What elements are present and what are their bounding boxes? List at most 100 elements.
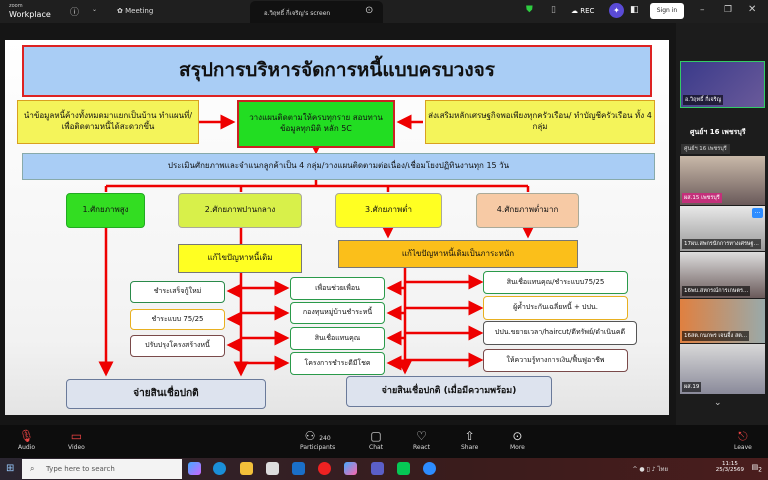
flow-connectors <box>98 114 536 377</box>
audio-label: Audio <box>18 444 36 451</box>
middle-option: กองทุนหมู่บ้านชำระหนี้ <box>290 302 385 324</box>
teams-icon[interactable] <box>371 462 384 475</box>
assessment-band: ประเมินศักยภาพและจำแนกลูกค้าเป็น 4 กลุ่ม… <box>22 153 655 180</box>
participant-name: 16พบ.สหกรณ์การเกษตร... <box>682 286 751 296</box>
store-icon[interactable] <box>266 462 279 475</box>
group-4: 4.ศักยภาพต่ำมาก <box>476 193 579 228</box>
taskbar-search[interactable]: ⌕ Type here to search <box>22 459 182 479</box>
participant-tile[interactable]: 17ผบ.สพกรนักการทางเศรษฐ... … <box>680 206 765 251</box>
app-logo: Workplace <box>9 10 51 19</box>
chat-button[interactable]: ▢Chat <box>369 428 383 451</box>
middle-option: โครงการชำระดีมีโชค <box>290 352 385 375</box>
copilot-app-icon[interactable] <box>344 462 357 475</box>
participant-count: 240 <box>319 435 331 442</box>
share-icon: ⇧ <box>464 429 475 443</box>
language-indicator[interactable]: ไทย <box>657 466 669 473</box>
notification-icon[interactable]: ▤2 <box>751 463 762 474</box>
fix-heavy-debt-box: แก้ไขปัญหาหนี้เดิมเป็นภาระหนัก <box>338 240 578 268</box>
document-icon[interactable]: ▯ <box>551 5 556 15</box>
group-subtitle: ศูนย์ฯ 16 เพชรบุรี <box>681 144 730 154</box>
ai-companion-icon[interactable]: ✦ <box>609 3 624 18</box>
date: 25/3/2569 <box>715 467 744 473</box>
sign-in-button[interactable]: Sign in <box>650 3 684 19</box>
left-info-box: นำข้อมูลหนี้ค้างทั้งหมดมาแยกเป็นบ้าน ทำแ… <box>17 100 199 144</box>
participants-label: Participants <box>300 444 336 451</box>
react-button[interactable]: ♡React <box>413 428 430 451</box>
shield-icon[interactable]: ⛊ <box>526 5 533 15</box>
slide: สรุปการบริหารจัดการหนี้แบบครบวงจร นำข้อม… <box>5 40 669 415</box>
rec-label: REC <box>580 7 595 15</box>
group-2: 2.ศักยภาพปานกลาง <box>178 193 302 228</box>
notification-count: 2 <box>758 467 762 474</box>
participant-name: 17ผบ.สพกรนักการทางเศรษฐ... <box>682 239 761 249</box>
right-option: สินเชื่อแทนคุณ/ชำระแบบ75/25 <box>483 271 628 294</box>
chat-label: Chat <box>369 444 384 451</box>
rec-button[interactable]: ☁ REC <box>571 7 595 15</box>
chat-icon: ▢ <box>370 429 382 443</box>
meeting-menu[interactable]: ✿ Meeting <box>117 7 154 15</box>
participant-tile[interactable]: 16สต.กนกพร เจนจิ้ง สต... <box>680 299 765 343</box>
tile-more-button[interactable]: … <box>752 208 763 218</box>
info-icon[interactable]: ⓘ <box>70 8 80 18</box>
search-icon: ⌕ <box>30 464 35 473</box>
close-icon[interactable]: ✕ <box>748 4 757 15</box>
more-button[interactable]: ⊙More <box>510 428 525 451</box>
slide-title: สรุปการบริหารจัดการหนี้แบบครบวงจร <box>22 45 652 97</box>
speaker-video-tile[interactable]: อ.วิฤทธิ์ กี่เจริญ <box>680 61 765 108</box>
audio-button[interactable]: 🎙︎Audio <box>18 428 35 451</box>
share-label: Share <box>461 444 479 451</box>
meeting-label: Meeting <box>125 7 154 15</box>
more-icon: ⊙ <box>512 429 523 443</box>
participant-tile[interactable]: ผส.19 <box>680 344 765 394</box>
restore-icon[interactable]: ❐ <box>724 5 733 15</box>
speaker-name: อ.วิฤทธิ์ กี่เจริญ <box>683 95 724 105</box>
participants-icon: ⚇ 240 <box>304 429 331 443</box>
outcome-ready-credit: จ่ายสินเชื่อปกติ (เมื่อมีความพร้อม) <box>346 376 552 407</box>
group-title: ศูนย์ฯ 16 เพชรบุรี <box>690 128 746 136</box>
more-label: More <box>510 444 525 451</box>
video-button[interactable]: ▭Video <box>68 428 85 451</box>
chevron-down-icon[interactable]: ⌄ <box>92 6 98 13</box>
zoom-app-icon[interactable] <box>423 462 436 475</box>
panel-icon[interactable]: ◧ <box>630 5 639 15</box>
left-option: ชำระเสร็จกู้ใหม่ <box>130 281 225 303</box>
react-label: React <box>413 444 430 451</box>
middle-option: เพื่อนช่วยเพื่อน <box>290 277 385 300</box>
scroll-down-icon[interactable]: ⌄ <box>714 398 722 408</box>
opera-icon[interactable] <box>318 462 331 475</box>
right-option: ผู้ค้ำประกันเฉลี่ยหนี้ + ปปน. <box>483 296 628 320</box>
windows-start-icon[interactable]: ⊞ <box>6 463 15 474</box>
edge-icon[interactable] <box>213 462 226 475</box>
line-icon[interactable] <box>397 462 410 475</box>
system-tray[interactable]: ^ ● ▯ ♪ ไทย <box>632 466 669 473</box>
mic-muted-icon: 🎙︎ <box>18 429 35 443</box>
participant-name: ผส.19 <box>682 382 702 392</box>
fix-old-debt-box: แก้ไขปัญหาหนี้เดิม <box>178 244 302 273</box>
leave-button[interactable]: ⎋Leave <box>734 428 752 451</box>
outlook-icon[interactable] <box>292 462 305 475</box>
share-tab-label: อ.วิฤทธิ์ กี่เจริญ's screen <box>264 10 331 17</box>
participant-tile[interactable]: 16พบ.สหกรณ์การเกษตร... <box>680 252 765 298</box>
more-icon[interactable]: ⊙ <box>365 5 374 16</box>
file-explorer-icon[interactable] <box>240 462 253 475</box>
copilot-icon[interactable] <box>188 462 201 475</box>
participant-tile[interactable]: ผส.15 เพชรบุรี <box>680 156 765 205</box>
share-tab[interactable]: อ.วิฤทธิ์ กี่เจริญ's screen ⊙ <box>250 1 383 23</box>
participant-name: ผส.15 เพชรบุรี <box>682 193 722 203</box>
app-logo-small: zoom <box>9 3 23 9</box>
video-label: Video <box>68 444 85 451</box>
group-1: 1.ศักยภาพสูง <box>66 193 145 228</box>
heart-icon: ♡ <box>416 429 427 443</box>
title-bar: zoom Workplace ⓘ ⌄ ✿ Meeting อ.วิฤทธิ์ ก… <box>0 0 768 23</box>
participant-name: 16สต.กนกพร เจนจิ้ง สต... <box>682 331 750 341</box>
leave-label: Leave <box>734 444 752 451</box>
left-option: ปรับปรุงโครงสร้างหนี้ <box>130 335 225 357</box>
center-plan-box: วางแผนติดตามให้ครบทุกราย สอบทานข้อมูลทุก… <box>237 100 395 148</box>
right-option: ให้ความรู้ทางการเงิน/ฟื้นฟูอาชีพ <box>483 349 628 372</box>
share-button[interactable]: ⇧Share <box>461 428 478 451</box>
minimize-icon[interactable]: – <box>700 5 705 15</box>
search-placeholder: Type here to search <box>46 465 115 473</box>
time: 11:15 <box>721 461 738 467</box>
